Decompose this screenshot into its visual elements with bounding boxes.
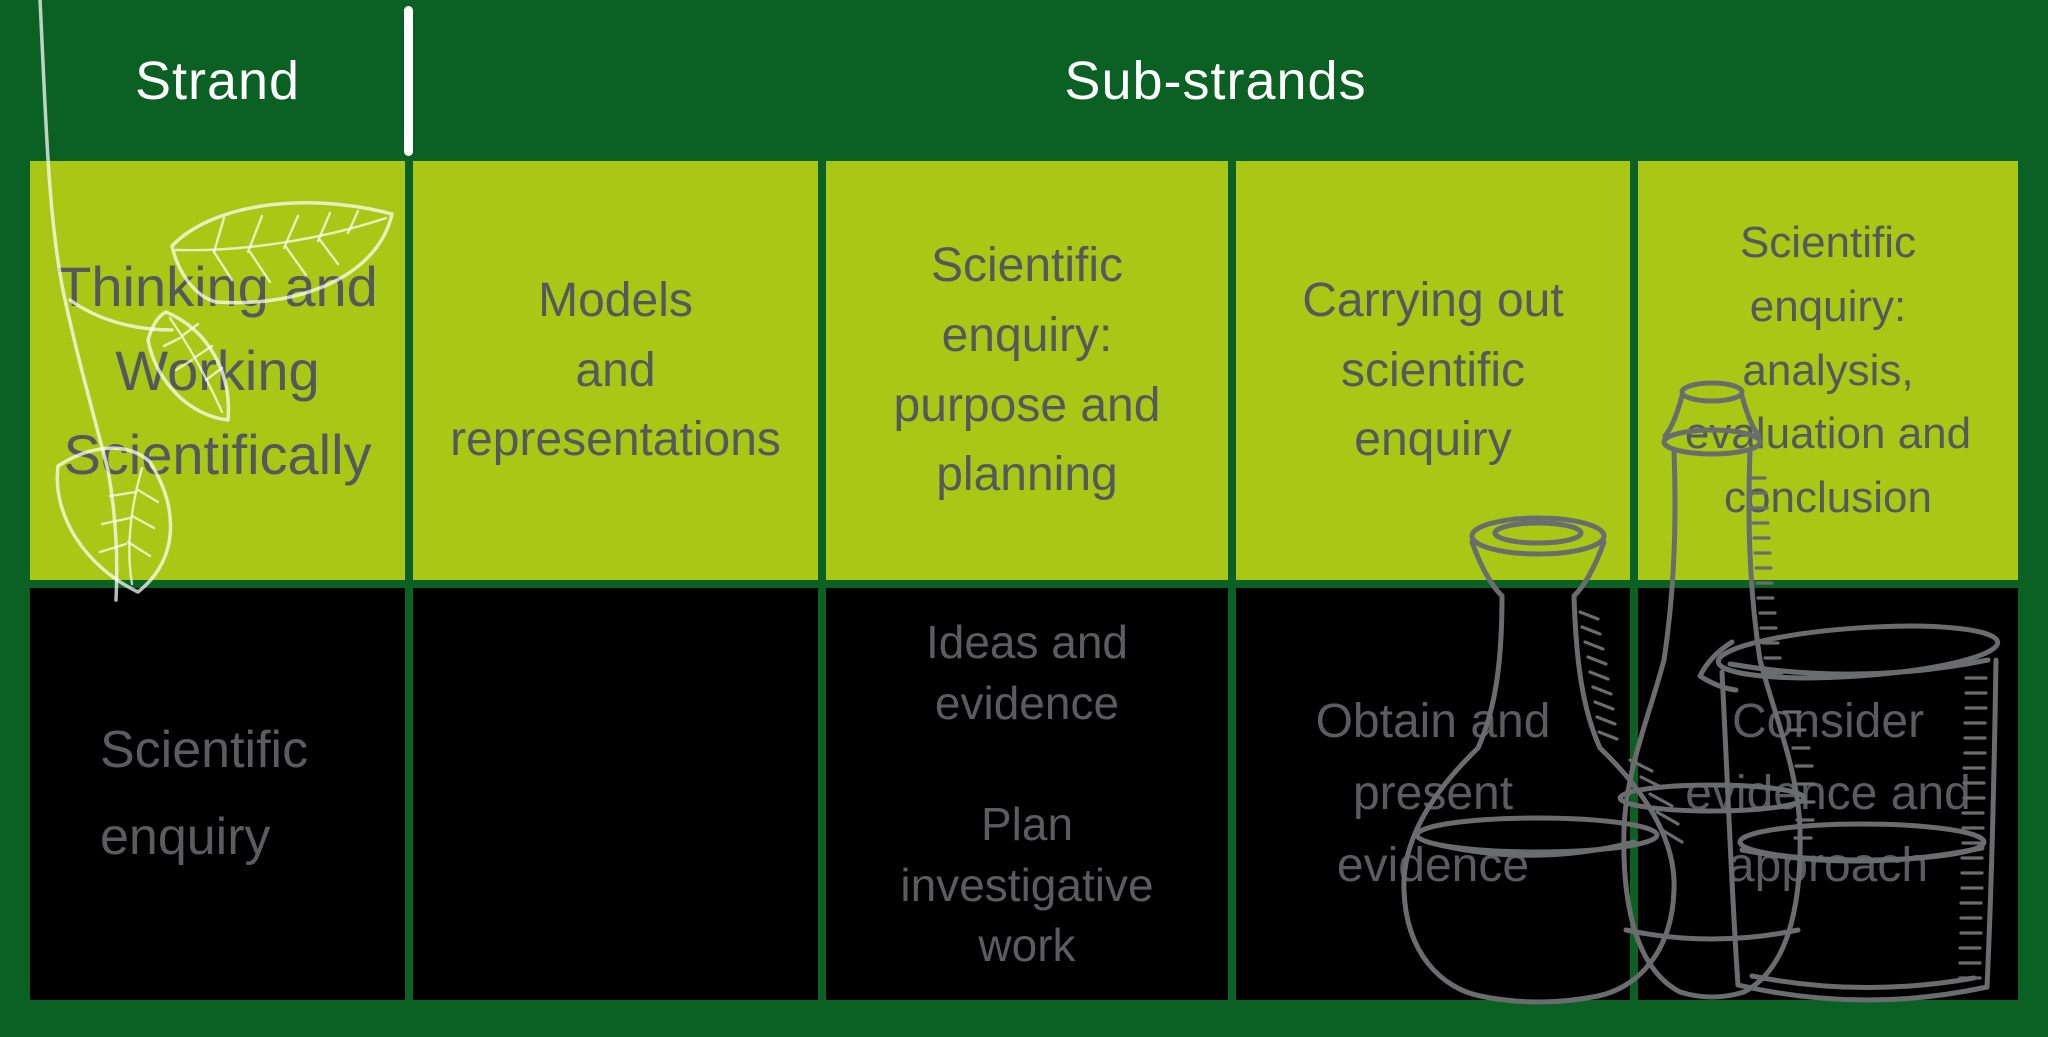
substrand-cell-models-and-representations: Models and representations: [413, 161, 818, 580]
strand-cell-scientific-enquiry: Scientific enquiry: [30, 588, 405, 1000]
substrands-column-header: Sub-strands: [1064, 50, 1367, 111]
strand-column-header: Strand: [134, 50, 301, 111]
substrand-cell-carrying-out-enquiry: Carrying out scientific enquiry: [1236, 161, 1630, 580]
strand-cell-empty: [413, 588, 818, 1000]
substrand-cell-enquiry-purpose-and-planning: Scientific enquiry: purpose and planning: [826, 161, 1228, 580]
substrand-cell-analysis-evaluation-conclusion: Scientific enquiry: analysis, evaluation…: [1638, 161, 2018, 580]
strand-cell-obtain-present-evidence: Obtain and present evidence: [1236, 588, 1630, 1000]
strand-cell-consider-evidence-approach: Consider evidence and approach: [1638, 588, 2018, 1000]
header-column-divider: [404, 6, 413, 156]
strand-cell-ideas-evidence-plan-work: Ideas and evidence Plan investigative wo…: [826, 588, 1228, 1000]
substrand-cell-thinking-and-working-scientifically: Thinking and Working Scientifically: [30, 161, 405, 580]
